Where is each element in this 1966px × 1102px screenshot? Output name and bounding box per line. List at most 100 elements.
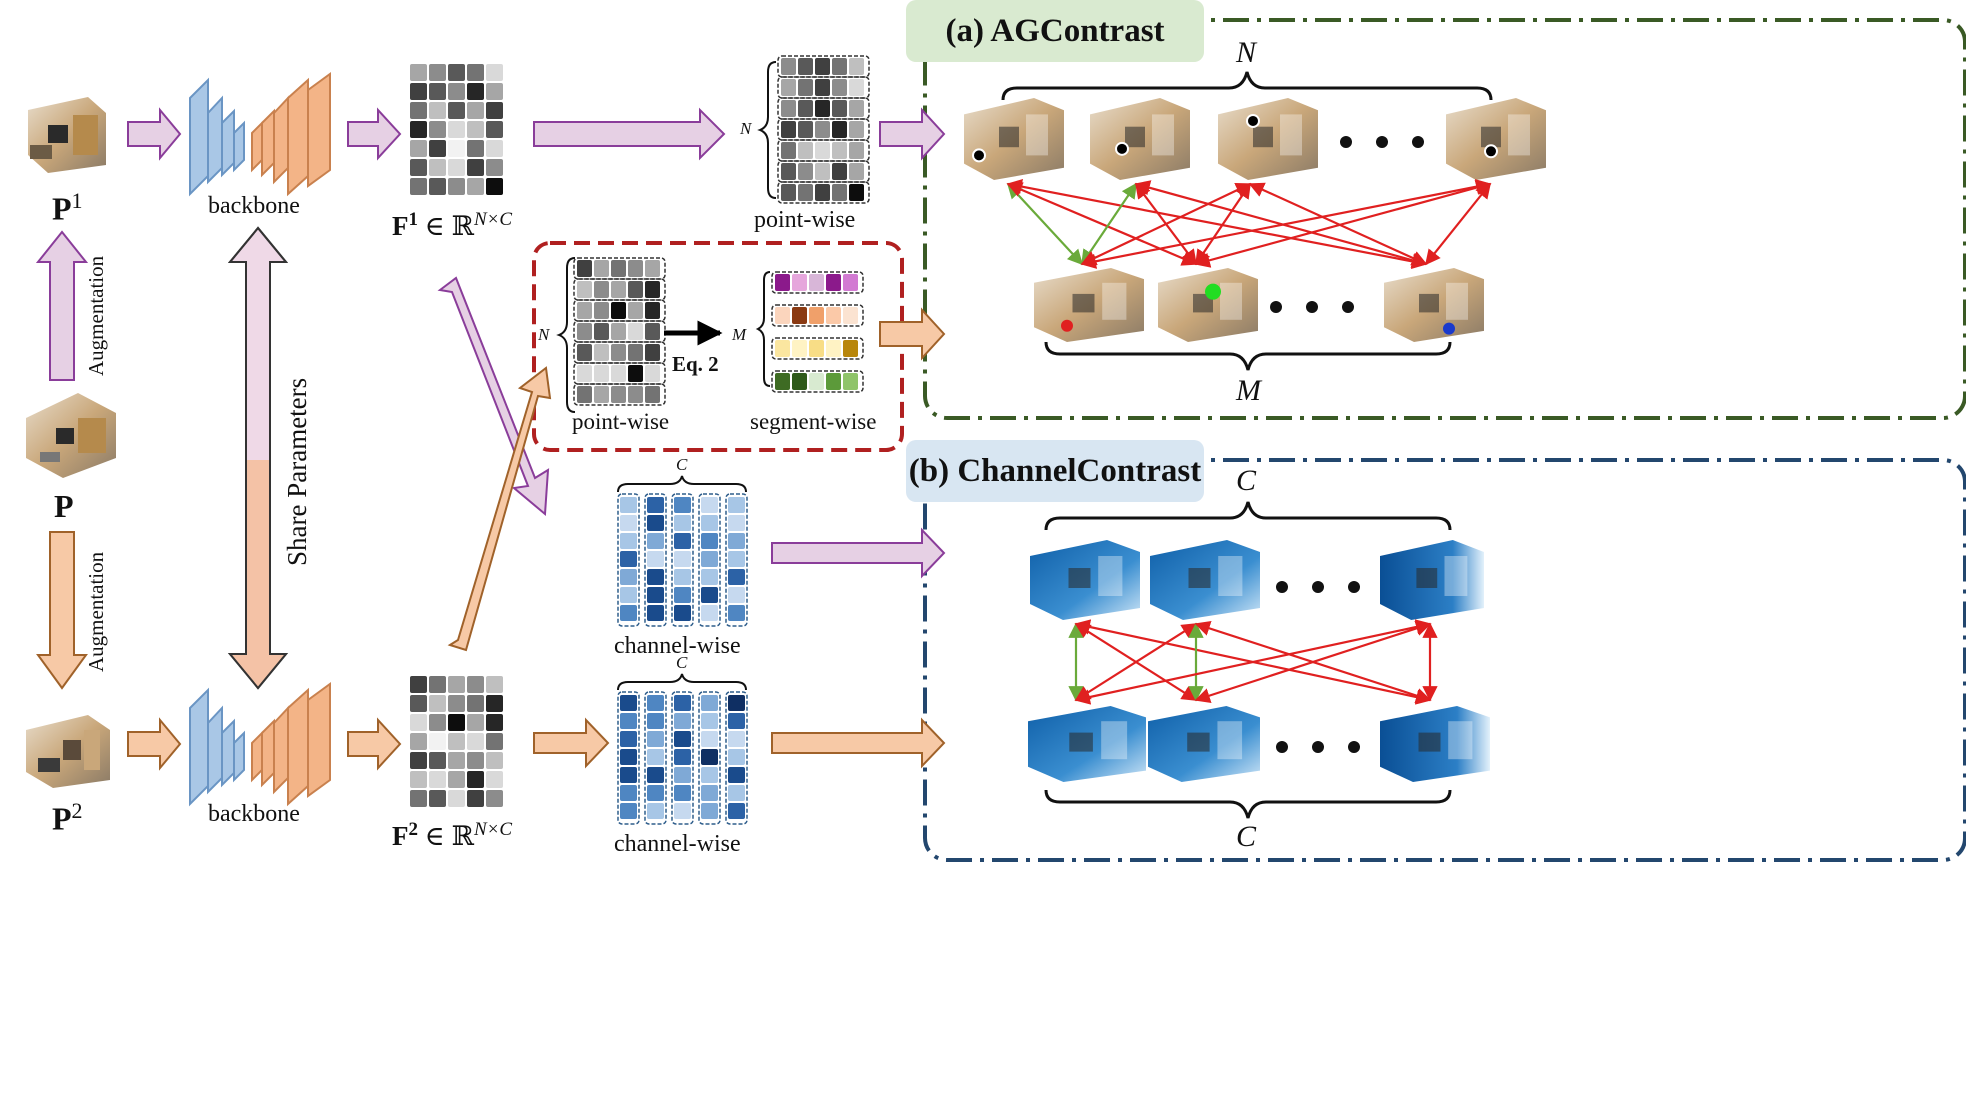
row-cell [798, 142, 813, 159]
n-brace-top-label: N [740, 119, 752, 138]
column-cell [728, 587, 745, 603]
matrix-cell [486, 140, 503, 157]
room-thumbnail [1380, 706, 1490, 782]
label-f2: F2 ∈ ℝN×C [392, 820, 512, 850]
backbone-bottom-shape [189, 682, 331, 807]
row-cell [781, 142, 796, 159]
matrix-cell [448, 159, 465, 176]
channelwise-features-mid [617, 493, 748, 627]
matrix-cell [486, 752, 503, 769]
row-cell [628, 386, 643, 403]
column-cell [620, 569, 637, 585]
column-cell [620, 695, 637, 711]
column-cell [674, 731, 691, 747]
column-cell [701, 587, 718, 603]
arrow-channelwise2-to-panel-b [771, 717, 946, 769]
row-cell [815, 121, 830, 138]
matrix-cell [410, 695, 427, 712]
room-thumbnail [1218, 98, 1318, 180]
row-cell [781, 58, 796, 75]
room-thumbnail [1384, 268, 1484, 342]
panel-a-contrast-pairs [1006, 179, 1492, 269]
matrix-cell [429, 64, 446, 81]
column-cell [701, 749, 718, 765]
matrix-cell [467, 159, 484, 176]
row-cell [594, 260, 609, 277]
row-cell [628, 281, 643, 298]
matrix-cell [486, 714, 503, 731]
matrix-cell [448, 178, 465, 195]
anchor-point-marker [972, 148, 986, 163]
matrix-cell [467, 121, 484, 138]
panel-b-ellipsis-bottom [1276, 741, 1360, 753]
column-cell [674, 533, 691, 549]
column-cell [728, 533, 745, 549]
row-cell [775, 307, 790, 324]
segment-features [771, 271, 864, 393]
matrix-cell [410, 64, 427, 81]
column-cell [728, 767, 745, 783]
row-cell [843, 274, 858, 291]
column-cell [620, 785, 637, 801]
row-cell [815, 184, 830, 201]
c-brace-bottom-shape [617, 673, 747, 691]
pointwise-features-box [573, 257, 666, 406]
label-p: P [54, 488, 74, 524]
row-cell [849, 142, 864, 159]
matrix-cell [410, 771, 427, 788]
panel-b-ellipsis-top [1276, 581, 1360, 593]
column-cell [647, 749, 664, 765]
label-f2-space: ∈ ℝ [418, 821, 474, 851]
c-brace-mid-shape [617, 475, 747, 493]
anchor-point-marker [1205, 283, 1221, 300]
label-p1: P1 [52, 190, 83, 225]
column-outline [617, 691, 640, 825]
arrow-segment-to-panel-a [879, 307, 946, 361]
row-cell [809, 340, 824, 357]
matrix-cell [429, 102, 446, 119]
label-f1-space: ∈ ℝ [418, 211, 474, 241]
pointwise-label-top: point-wise [754, 207, 856, 233]
matrix-cell [429, 733, 446, 750]
column-cell [620, 551, 637, 567]
column-cell [674, 569, 691, 585]
column-cell [701, 497, 718, 513]
column-cell [620, 515, 637, 531]
row-cell [611, 302, 626, 319]
label-p1-main: P [52, 190, 72, 227]
contrast-edge [1194, 620, 1432, 704]
row-cell [832, 184, 847, 201]
room-thumbnail [1148, 706, 1260, 782]
row-cell [577, 386, 592, 403]
row-cell [594, 323, 609, 340]
segment-box-border [532, 241, 904, 452]
backbone-label-top: backbone [208, 193, 300, 219]
panel-b-c-symbol-bottom: C [1236, 820, 1257, 853]
matrix-cell [486, 159, 503, 176]
matrix-cell [486, 676, 503, 693]
label-f1-main: F [392, 211, 409, 241]
column-cell [620, 803, 637, 819]
row-cell [849, 121, 864, 138]
row-cell [577, 260, 592, 277]
column-cell [674, 605, 691, 621]
row-cell [832, 79, 847, 96]
arrow-backbone-to-f2 [347, 717, 402, 771]
column-cell [728, 515, 745, 531]
column-cell [674, 587, 691, 603]
matrix-cell [448, 676, 465, 693]
column-cell [728, 713, 745, 729]
point-cloud-p2 [26, 715, 110, 788]
label-f1-dims: N×C [473, 209, 513, 230]
row-cell [815, 58, 830, 75]
row-cell [826, 340, 841, 357]
column-cell [728, 551, 745, 567]
label-f2-dims: N×C [473, 819, 513, 840]
row-cell [577, 344, 592, 361]
backbone-top-shape [189, 72, 331, 197]
feature-matrix-f2 [410, 676, 503, 807]
column-cell [701, 803, 718, 819]
n-brace-top-shape [757, 61, 777, 199]
label-p1-sup: 1 [71, 188, 83, 213]
